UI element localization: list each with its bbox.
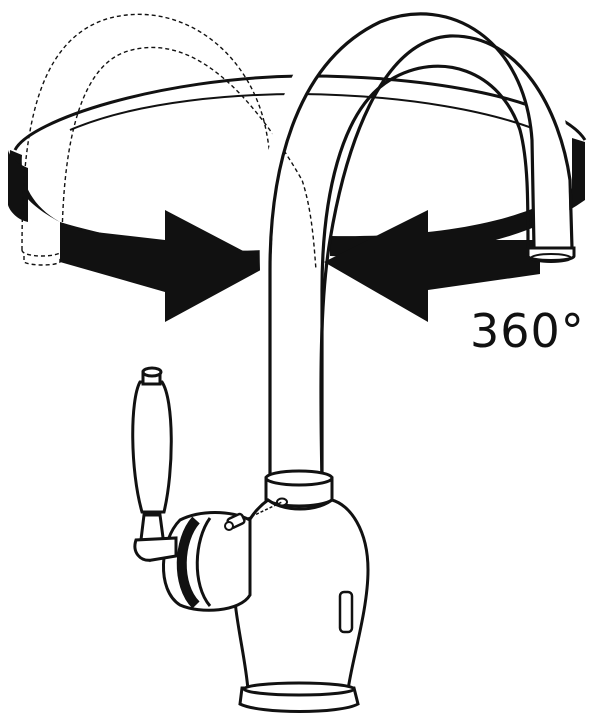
spout: [259, 0, 576, 481]
valve-housing-ring: [176, 516, 200, 609]
faucet-body-highlight: [338, 590, 354, 634]
spout-outer-edge: [268, 12, 536, 478]
lever-handle: [131, 366, 252, 612]
swivel-collar: [264, 469, 334, 508]
rotation-band-right-cap: [572, 138, 585, 206]
spout-inner-edge: [320, 64, 530, 478]
spout-outer-back: [319, 34, 574, 481]
rotation-arrows: [60, 210, 540, 322]
rotation-band-inner-rim: [69, 92, 561, 141]
hex-key: [224, 501, 283, 531]
spout-aerator: [530, 253, 572, 263]
arrow-right-pointing: [60, 210, 270, 322]
lever-cap: [141, 366, 163, 378]
arrow-left-pointing: [324, 210, 540, 322]
faucet-body: [232, 498, 370, 713]
rotation-angle-label: 360°: [470, 304, 585, 358]
lever-grip: [131, 380, 173, 514]
